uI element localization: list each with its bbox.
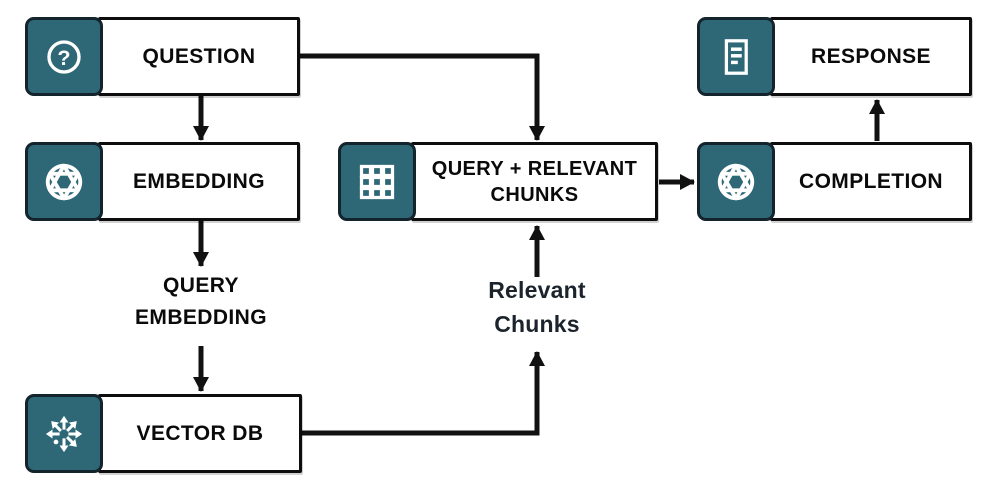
arrow-vector-db-to-relevant-chunks [302,351,545,436]
node-label: EMBEDDING [133,170,265,193]
node-label: QUESTION [142,45,256,68]
embedding-label-box: EMBEDDING [98,142,300,221]
query-embedding-line2: EMBEDDING [135,306,267,329]
node-response: RESPONSE [697,17,972,96]
node-label: VECTOR DB [136,422,264,445]
query-embedding-line1: QUERY [163,274,239,297]
node-completion: COMPLETION [697,142,972,221]
openai-icon [697,142,775,221]
vector-scatter-icon [25,394,103,473]
completion-label-box: COMPLETION [770,142,972,221]
node-label-line1: QUERY + RELEVANT [431,157,638,180]
node-label: RESPONSE [811,45,931,68]
query-embedding-label: QUERY EMBEDDING [80,270,322,334]
openai-icon [25,142,103,221]
node-query-relevant-chunks: QUERY + RELEVANT CHUNKS [338,142,658,221]
question-label-box: QUESTION [98,17,300,96]
node-question: ? QUESTION [25,17,300,96]
relevant-chunks-line2: Chunks [494,311,580,337]
question-icon: ? [25,17,103,96]
svg-text:?: ? [57,44,70,69]
vector-db-label-box: VECTOR DB [98,394,302,473]
relevant-chunks-label: Relevant Chunks [415,273,659,341]
document-icon [697,17,775,96]
node-label-line2: CHUNKS [490,183,579,206]
relevant-chunks-line1: Relevant [488,277,586,303]
response-label-box: RESPONSE [770,17,972,96]
grid-icon [338,142,416,221]
node-vector-db: VECTOR DB [25,394,302,473]
query-relevant-chunks-label-box: QUERY + RELEVANT CHUNKS [411,142,658,221]
node-embedding: EMBEDDING [25,142,300,221]
arrow-question-to-query-chunks [300,53,545,141]
node-label: COMPLETION [799,170,943,193]
